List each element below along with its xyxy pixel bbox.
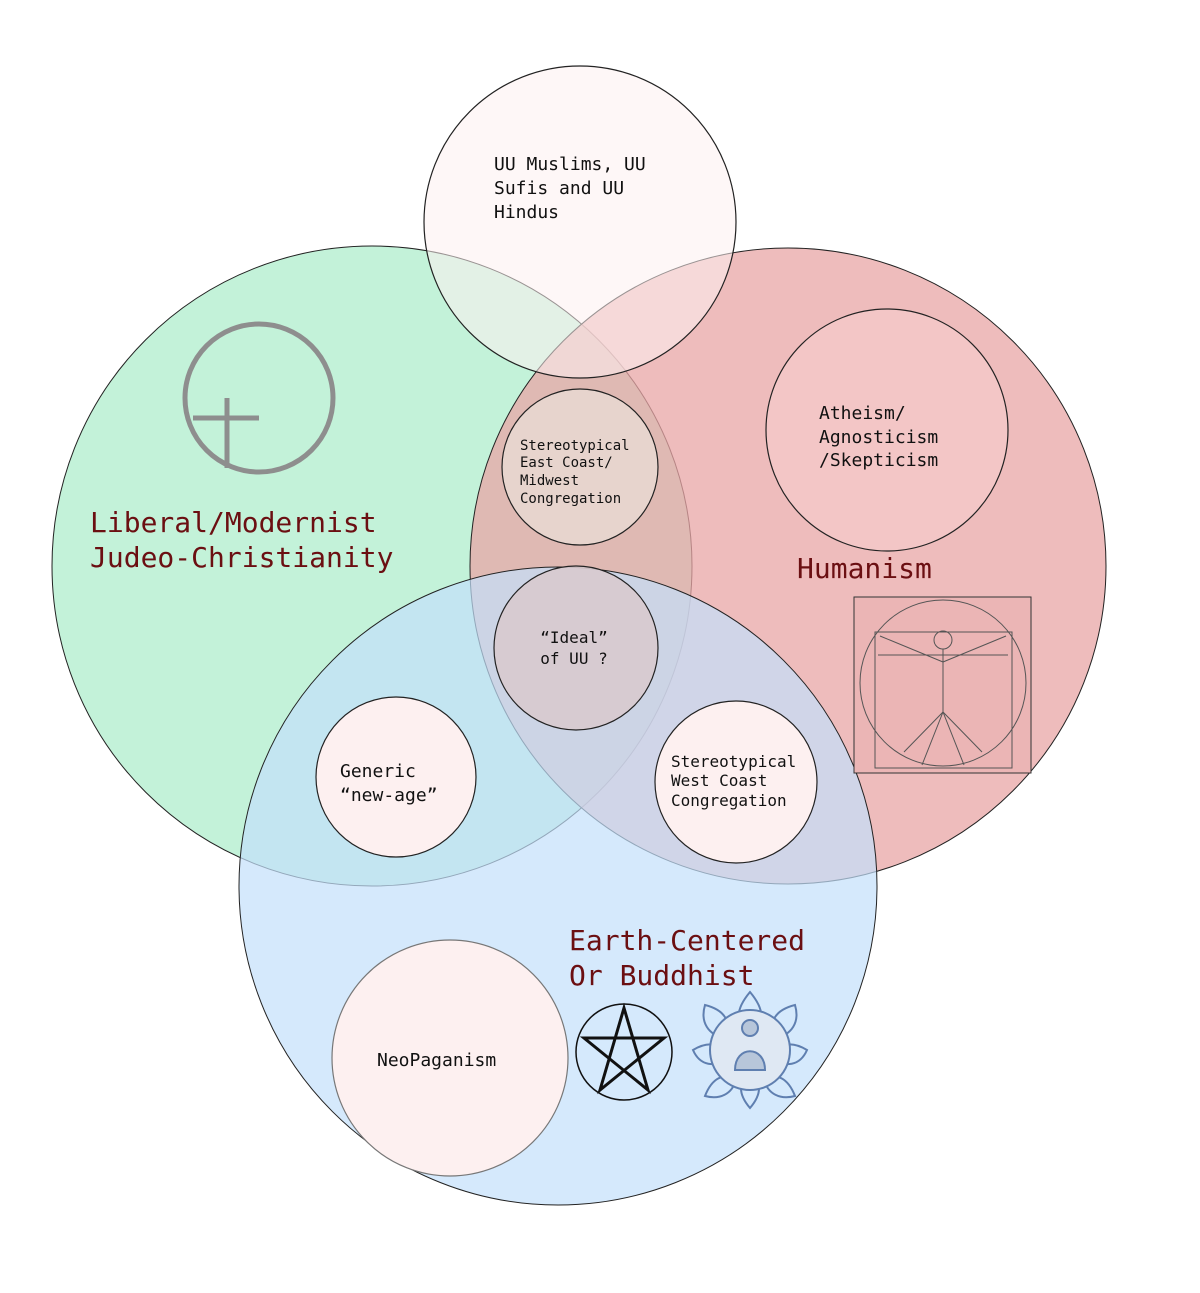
east-coast-label-4: Congregation [520, 491, 621, 507]
neopaganism-circle [331, 939, 569, 1177]
east-coast-label-1: Stereotypical [520, 438, 630, 454]
uu-muslims-label-3: Hindus [494, 202, 559, 223]
buddha-lotus-icon [691, 990, 809, 1110]
atheism-label-2: Agnosticism [819, 427, 938, 448]
vitruvian-man-icon [853, 596, 1032, 774]
humanism-title: Humanism [797, 552, 932, 585]
west-coast-label-1: Stereotypical [671, 752, 796, 771]
circled-cross-icon [182, 321, 336, 475]
east-coast-label-2: East Coast/ [520, 455, 613, 471]
atheism-label-3: /Skepticism [819, 450, 938, 471]
christianity-title-line1: Liberal/Modernist [90, 506, 377, 539]
pentacle-icon [575, 1002, 673, 1101]
uu-muslims-label-2: Sufis and UU [494, 178, 624, 199]
atheism-circle [765, 308, 1009, 552]
atheism-label-1: Atheism/ [819, 403, 906, 424]
ideal-circle [493, 565, 659, 731]
east-coast-circle [501, 388, 659, 546]
east-coast-label-3: Midwest [520, 473, 579, 489]
earth-title-line1: Earth-Centered [569, 924, 805, 957]
west-coast-label-2: West Coast [671, 771, 767, 790]
west-coast-circle [654, 700, 818, 864]
ideal-label-1: “Ideal” [540, 628, 607, 647]
new-age-label-2: “new-age” [340, 785, 438, 806]
new-age-label-1: Generic [340, 761, 416, 782]
neopaganism-label: NeoPaganism [377, 1050, 496, 1071]
uu-muslims-circle [423, 65, 737, 379]
ideal-label-2: of UU ? [540, 649, 607, 668]
christianity-title-line2: Judeo-Christianity [90, 541, 393, 574]
new-age-circle [315, 696, 477, 858]
uu-muslims-label-1: UU Muslims, UU [494, 154, 646, 175]
west-coast-label-3: Congregation [671, 791, 787, 810]
earth-title-line2: Or Buddhist [569, 959, 754, 992]
